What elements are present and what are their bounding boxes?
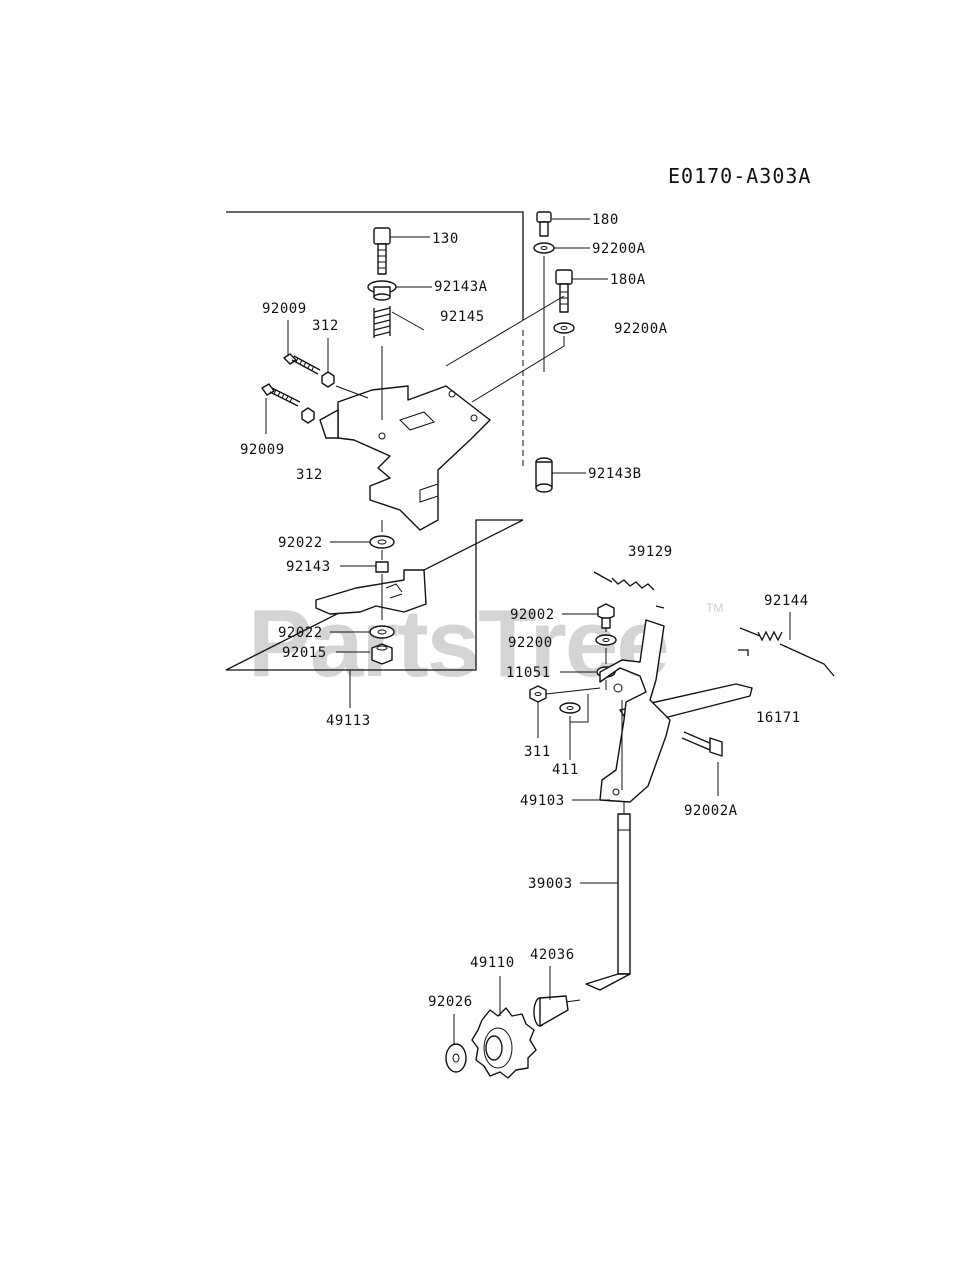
- label-180: 180: [592, 212, 619, 228]
- label-311: 311: [524, 744, 551, 760]
- spring-92145: [373, 306, 391, 338]
- governor-bracket: [319, 385, 491, 531]
- watermark-trademark: TM: [706, 601, 723, 615]
- label-92143b: 92143B: [588, 466, 642, 482]
- label-92143: 92143: [286, 559, 331, 575]
- nut-312-upper: [321, 371, 335, 388]
- collar-92143a: [367, 280, 397, 301]
- washer-92026: [445, 1043, 467, 1073]
- label-411: 411: [552, 762, 579, 778]
- label-312-upper: 312: [312, 318, 339, 334]
- label-92002: 92002: [510, 607, 555, 623]
- pin-42036: [533, 995, 569, 1027]
- label-49110: 49110: [470, 955, 515, 971]
- label-42036: 42036: [530, 947, 575, 963]
- label-11051: 11051: [506, 665, 551, 681]
- washer-92200a-lower: [553, 322, 575, 334]
- governor-arm-49103: [599, 619, 671, 803]
- collar-92143: [375, 561, 389, 573]
- label-92145: 92145: [440, 309, 485, 325]
- leader-lines: [265, 218, 791, 1044]
- bolt-92002a: [681, 731, 723, 757]
- label-92009-upper: 92009: [262, 301, 307, 317]
- bolt-130: [373, 227, 391, 275]
- spring-39129: [593, 571, 665, 609]
- bolt-180a: [555, 269, 573, 313]
- label-92200: 92200: [508, 635, 553, 651]
- label-92143a: 92143A: [434, 279, 488, 295]
- label-49113: 49113: [326, 713, 371, 729]
- bolt-92009-lower: [261, 383, 301, 407]
- nut-312-lower: [301, 407, 315, 424]
- label-92144: 92144: [764, 593, 809, 609]
- label-312-lower: 312: [296, 467, 323, 483]
- label-92009-lower: 92009: [240, 442, 285, 458]
- governor-shaft-39003: [585, 813, 631, 991]
- washer-92200a-upper: [533, 242, 555, 254]
- label-92002a: 92002A: [684, 803, 738, 819]
- bolt-180: [536, 211, 552, 237]
- label-49103: 49103: [520, 793, 565, 809]
- bolt-92009-upper: [283, 353, 321, 375]
- label-180a: 180A: [610, 272, 646, 288]
- label-92015: 92015: [282, 645, 327, 661]
- bolt-92002: [597, 603, 615, 629]
- washer-92022-lower: [369, 625, 395, 639]
- nut-311: [529, 685, 547, 703]
- governor-lever-plate: [315, 569, 427, 615]
- label-16171: 16171: [756, 710, 801, 726]
- label-92200a-upper: 92200A: [592, 241, 646, 257]
- gear-49110: [471, 1007, 537, 1079]
- collar-92143b: [535, 457, 553, 493]
- label-92022-upper: 92022: [278, 535, 323, 551]
- label-39003: 39003: [528, 876, 573, 892]
- label-39129: 39129: [628, 544, 673, 560]
- label-130: 130: [432, 231, 459, 247]
- label-92022-lower: 92022: [278, 625, 323, 641]
- nut-92015: [371, 643, 393, 665]
- label-92026: 92026: [428, 994, 473, 1010]
- spring-92144: [738, 627, 835, 677]
- part-labels: 130 92143A 92145 92009 312 92009 312 920…: [240, 212, 809, 1010]
- washer-411: [559, 702, 581, 714]
- washer-92022-upper: [369, 535, 395, 549]
- diagram-code: E0170-A303A: [668, 164, 811, 188]
- assembly-frame: [225, 211, 524, 671]
- label-92200a-lower: 92200A: [614, 321, 668, 337]
- washer-92200: [595, 634, 617, 646]
